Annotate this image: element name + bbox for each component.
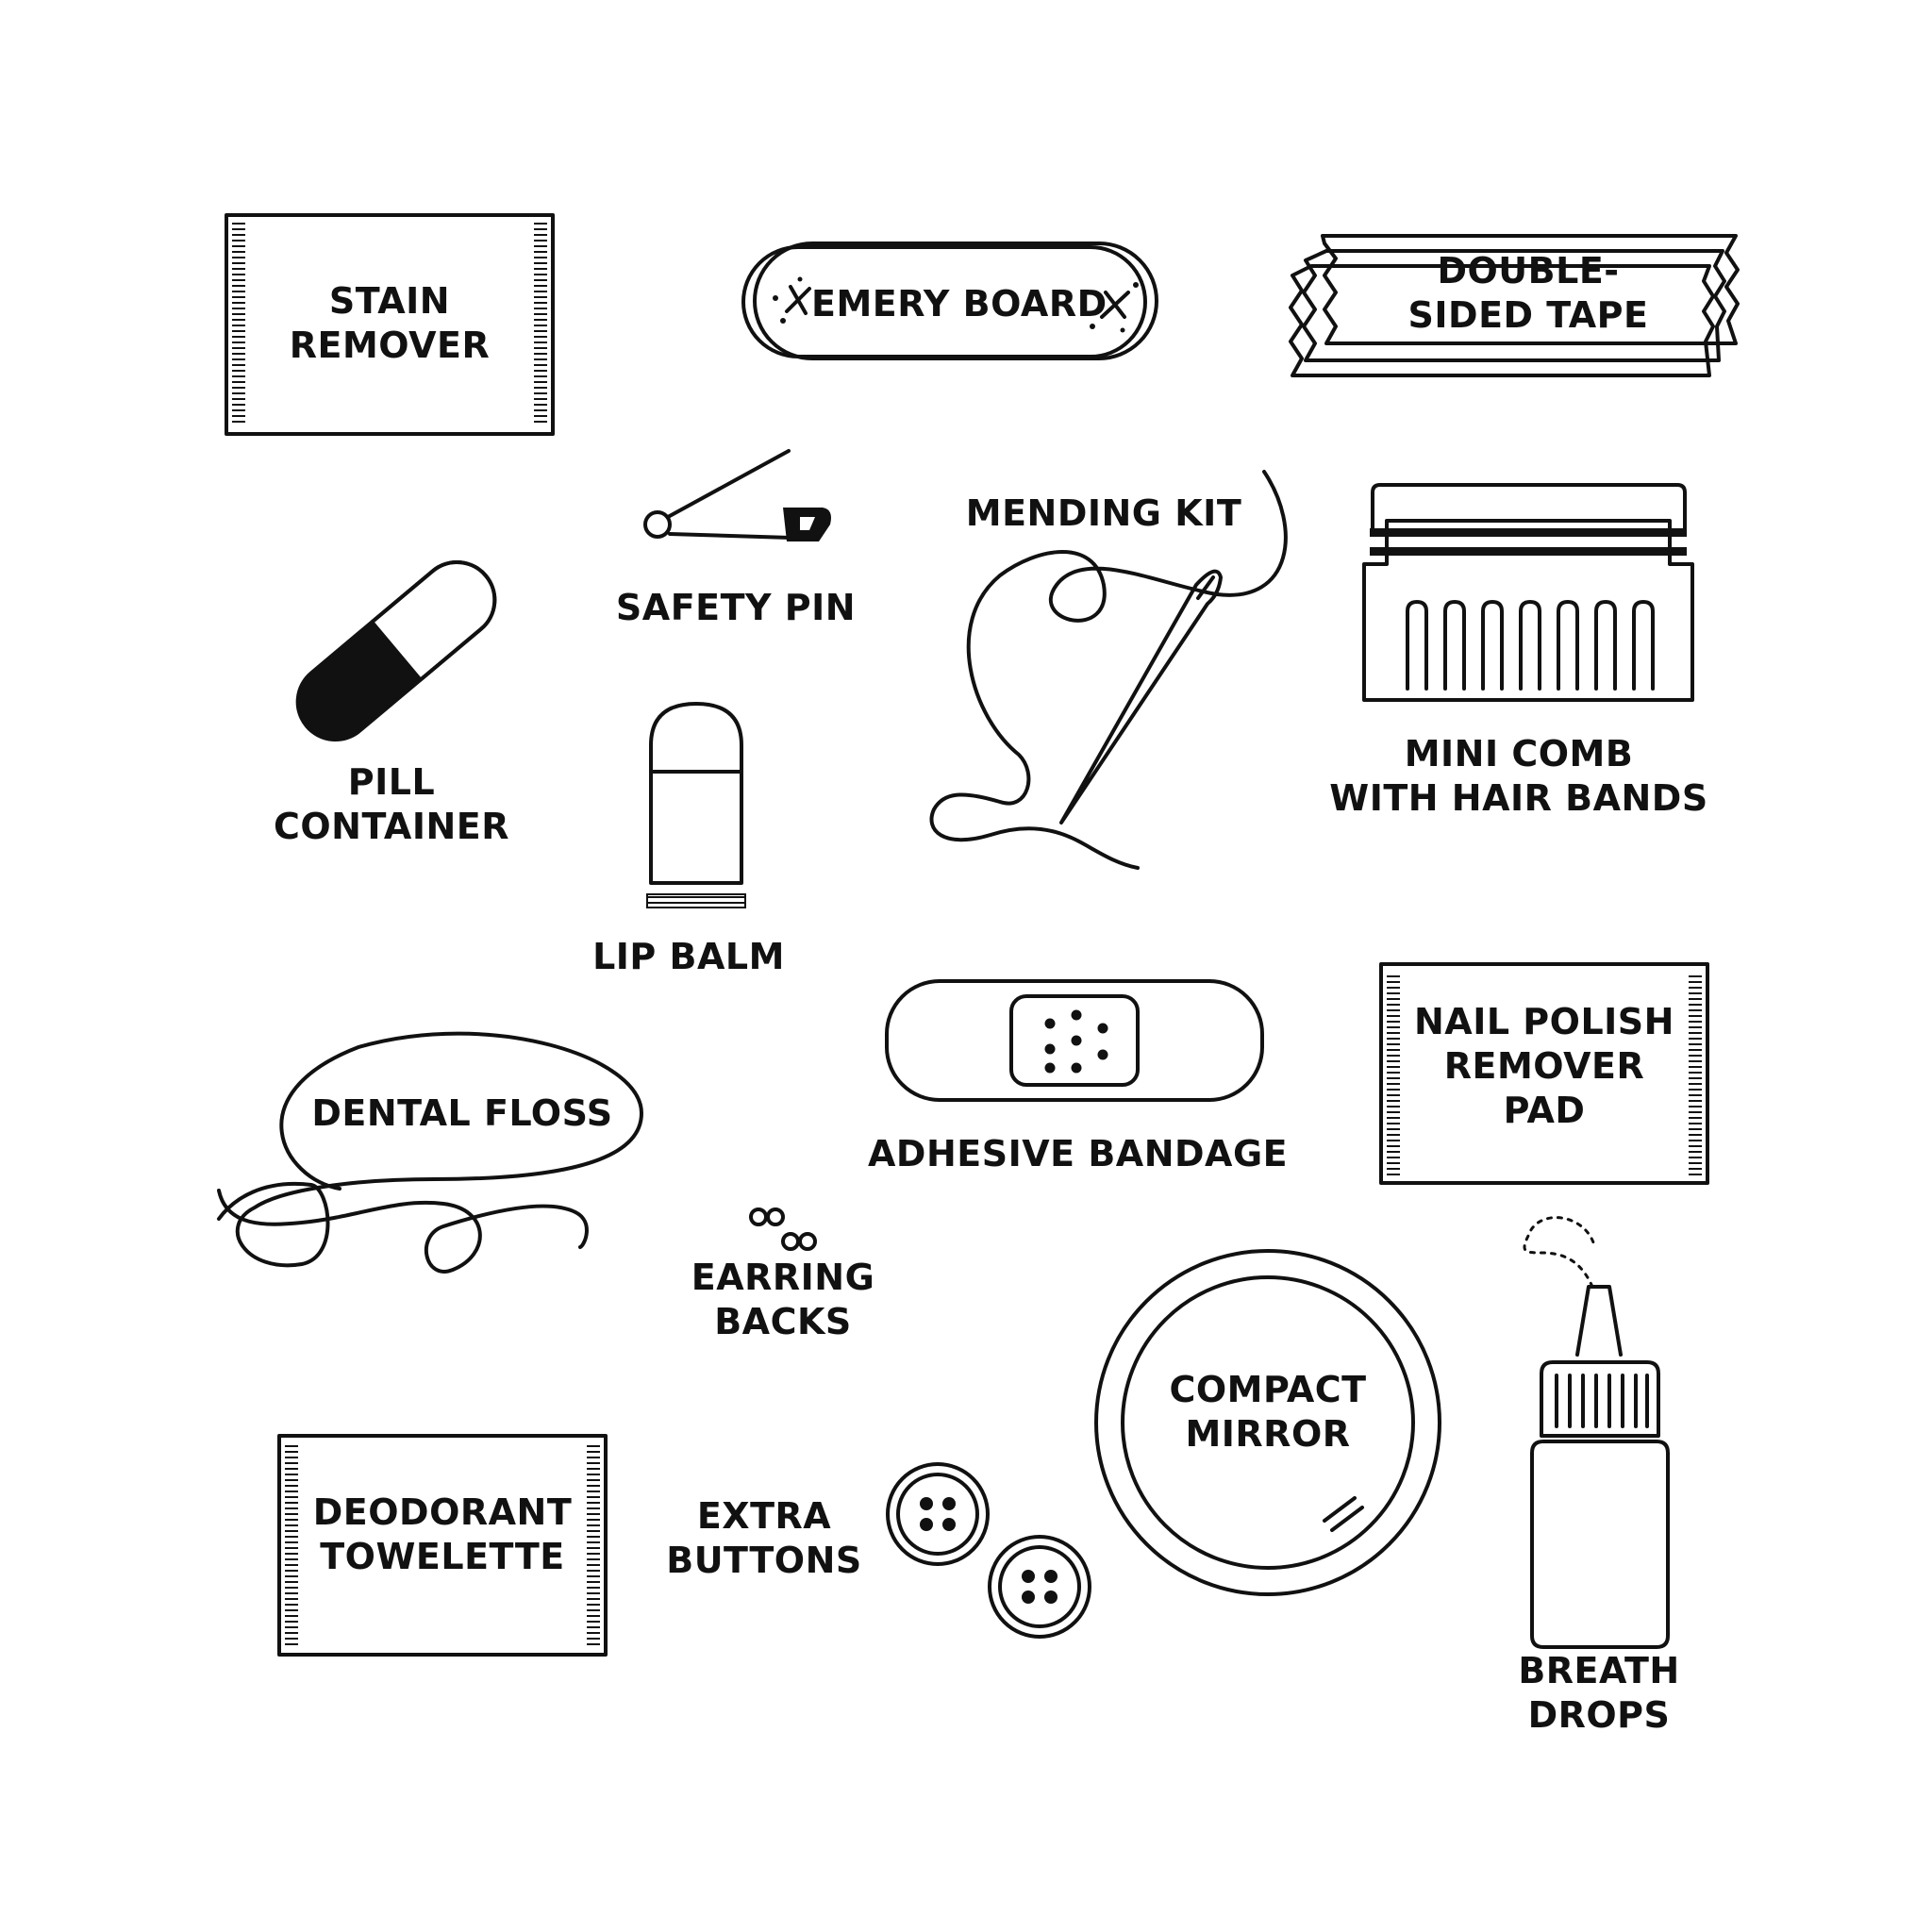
compact-mirror-icon bbox=[1094, 1249, 1441, 1596]
breath-drops-label-line-2: DROPS bbox=[1527, 1694, 1671, 1736]
double-sided-tape-label-line-1: DOUBLE- bbox=[1437, 250, 1620, 291]
safety-pin-label: SAFETY PIN bbox=[615, 587, 857, 628]
nail-polish-remover-pad-label-line-1: NAIL POLISH bbox=[1414, 1001, 1674, 1042]
double-sided-tape-label-line-2: SIDED TAPE bbox=[1407, 294, 1649, 336]
earring-backs-label-line-1: EARRING bbox=[691, 1257, 875, 1298]
nail-polish-remover-pad-icon bbox=[1379, 962, 1709, 1185]
mini-comb-label: MINI COMB WITH HAIR BANDS bbox=[1321, 732, 1717, 821]
emery-board-label: EMERY BOARD bbox=[811, 283, 1108, 325]
pill-icon bbox=[295, 560, 497, 741]
safety-pin-icon bbox=[643, 449, 831, 541]
nail-polish-remover-pad-label-line-2: REMOVER bbox=[1443, 1045, 1645, 1087]
pill-container-label-line-1: PILL bbox=[347, 761, 436, 803]
mini-comb-icon bbox=[1362, 483, 1694, 702]
earring-backs-label-line-2: BACKS bbox=[714, 1301, 852, 1342]
extra-buttons-label-line-2: BUTTONS bbox=[666, 1540, 862, 1581]
dental-floss-icon bbox=[217, 1031, 643, 1274]
extra-buttons-label-line-1: EXTRA bbox=[696, 1495, 832, 1537]
pill-container-label-line-2: CONTAINER bbox=[273, 806, 510, 847]
stain-remover-label-line-2: REMOVER bbox=[289, 325, 491, 366]
lip-balm-icon bbox=[646, 702, 746, 908]
adhesive-bandage-icon bbox=[885, 979, 1264, 1102]
extra-buttons-label: EXTRA BUTTONS bbox=[651, 1494, 877, 1583]
mini-comb-label-line-2: WITH HAIR BANDS bbox=[1329, 777, 1708, 819]
breath-drops-label-line-1: BREATH bbox=[1518, 1650, 1680, 1691]
mending-kit-label: MENDING KIT bbox=[965, 492, 1242, 534]
breath-drops-label: BREATH DROPS bbox=[1491, 1649, 1707, 1738]
nail-polish-remover-pad-label: NAIL POLISH REMOVER PAD bbox=[1396, 1000, 1692, 1133]
earring-backs-icon bbox=[749, 1208, 817, 1251]
nail-polish-remover-pad-label-line-3: PAD bbox=[1503, 1090, 1586, 1131]
breath-drops-icon bbox=[1523, 1216, 1670, 1649]
compact-mirror-label-line-2: MIRROR bbox=[1185, 1413, 1351, 1455]
stain-remover-label-line-1: STAIN bbox=[328, 280, 451, 322]
deodorant-towelette-label-line-2: TOWELETTE bbox=[320, 1536, 565, 1577]
emery-board-icon bbox=[741, 242, 1158, 360]
dental-floss-label: DENTAL FLOSS bbox=[311, 1092, 613, 1134]
extra-buttons-icon bbox=[886, 1462, 1091, 1639]
deodorant-towelette-label-line-1: DEODORANT bbox=[312, 1491, 573, 1533]
compact-mirror-label-line-1: COMPACT bbox=[1169, 1369, 1367, 1410]
compact-mirror-label: COMPACT MIRROR bbox=[1145, 1368, 1391, 1457]
double-sided-tape-icon bbox=[1289, 234, 1740, 377]
deodorant-towelette-icon bbox=[277, 1434, 608, 1657]
deodorant-towelette-label: DEODORANT TOWELETTE bbox=[292, 1491, 592, 1579]
stain-remover-packet-icon bbox=[225, 213, 555, 436]
earring-backs-label: EARRING BACKS bbox=[660, 1256, 906, 1344]
lip-balm-label: LIP BALM bbox=[592, 936, 785, 977]
mending-kit-icon bbox=[929, 470, 1288, 870]
stain-remover-label: STAIN REMOVER bbox=[264, 279, 515, 368]
pill-container-label: PILL CONTAINER bbox=[255, 760, 528, 849]
adhesive-bandage-label: ADHESIVE BANDAGE bbox=[868, 1133, 1289, 1174]
mini-comb-label-line-1: MINI COMB bbox=[1404, 733, 1634, 774]
double-sided-tape-label: DOUBLE- SIDED TAPE bbox=[1377, 249, 1679, 338]
